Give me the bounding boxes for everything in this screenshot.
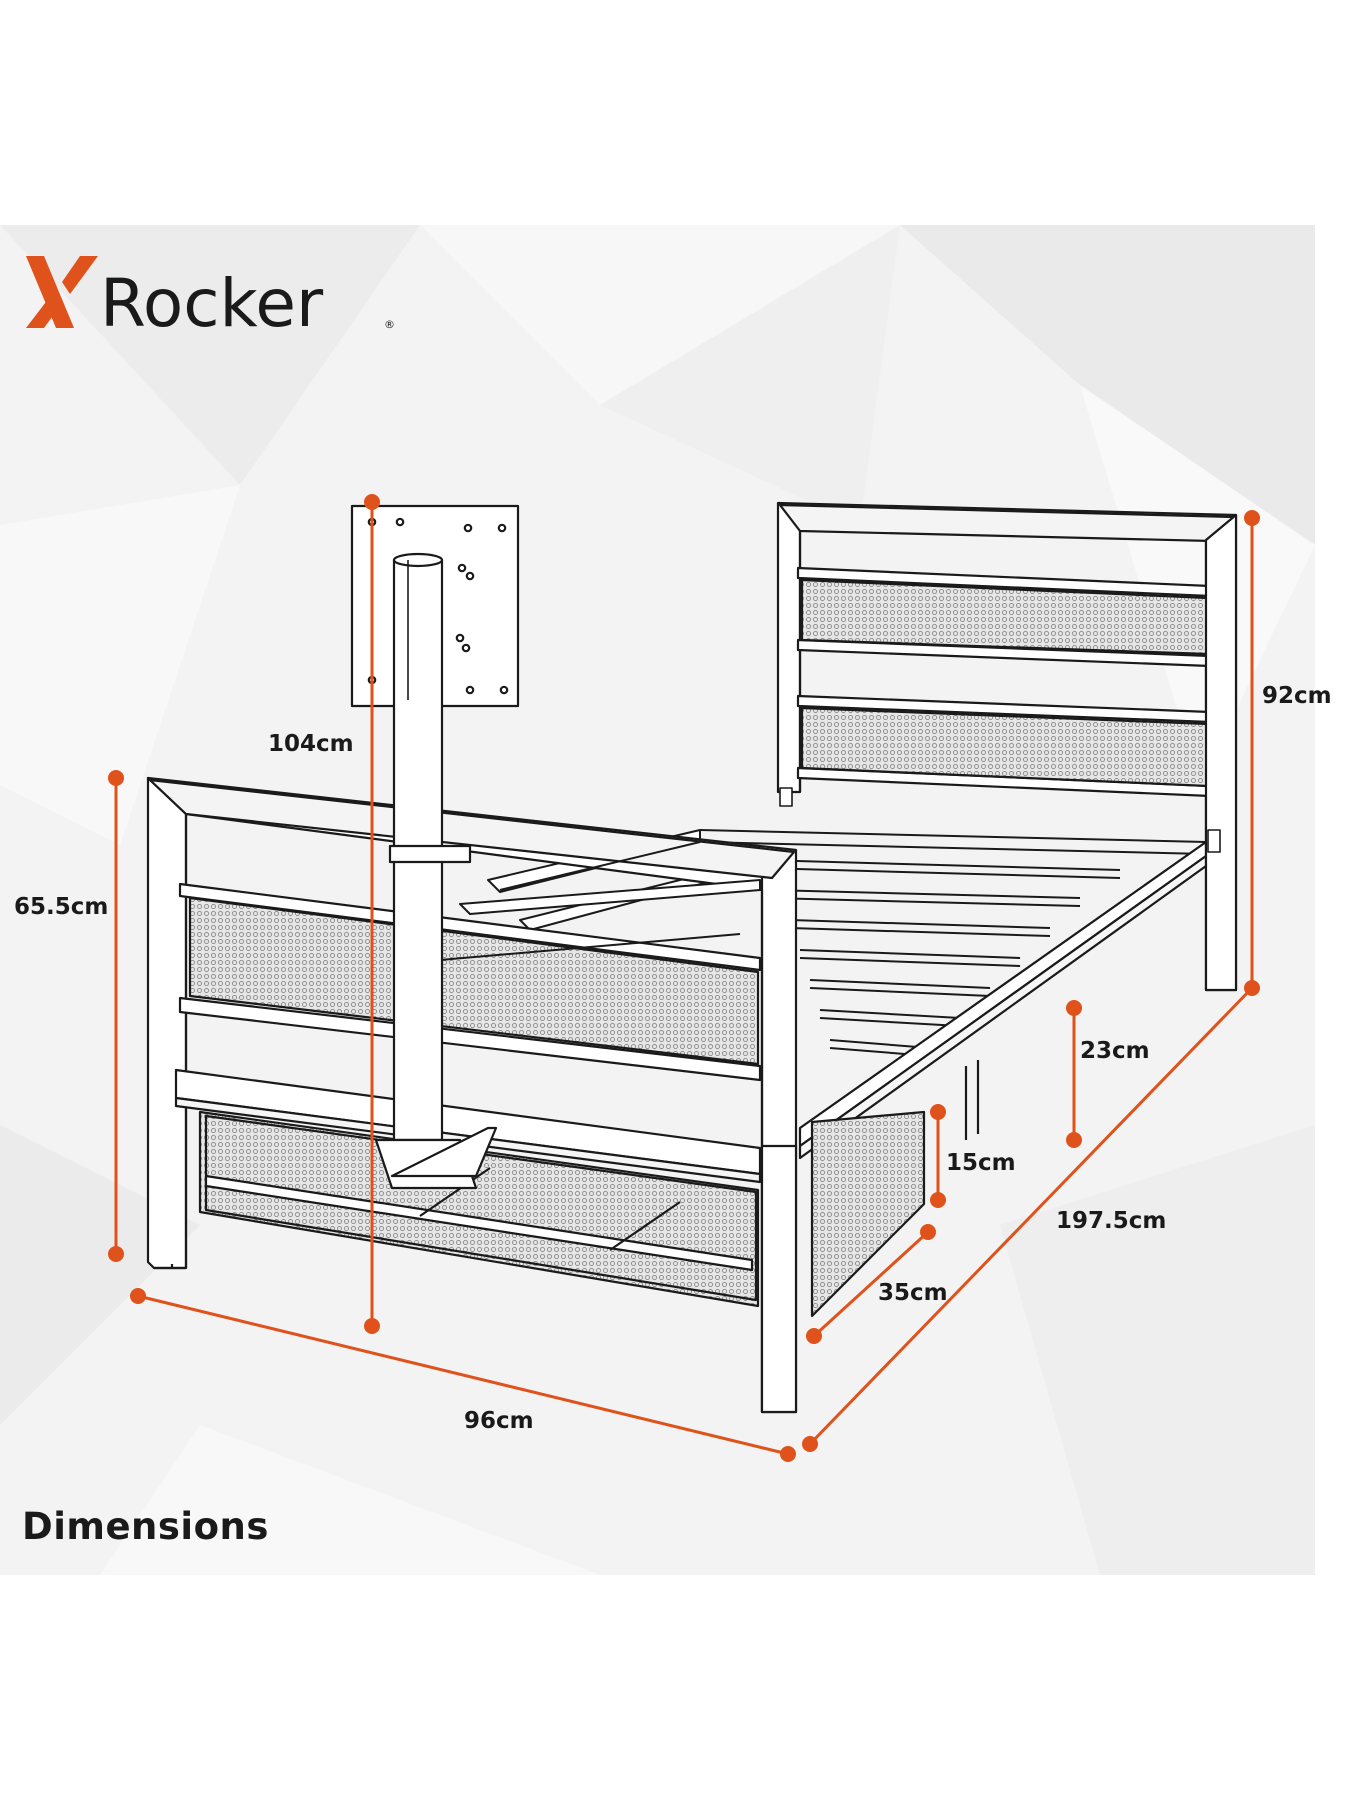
xrocker-logo: Rocker ®: [26, 256, 395, 336]
caption-title: Dimensions: [22, 1505, 269, 1548]
label-tv-height: 104cm: [268, 731, 354, 757]
front-right-leg: [760, 1144, 798, 1414]
measurement-lines: [108, 494, 1260, 1462]
head-right-leg: [1204, 513, 1238, 992]
measure-width: [130, 1288, 796, 1462]
label-footboard-height: 65.5cm: [14, 894, 108, 920]
measure-headboard-height: [1244, 510, 1260, 996]
headboard: [776, 501, 1238, 992]
label-length: 197.5cm: [1056, 1208, 1166, 1234]
brand-name: Rocker: [100, 265, 324, 336]
footboard: [146, 776, 798, 1414]
measure-footboard-height: [108, 770, 124, 1262]
label-leg-clearance: 23cm: [1080, 1038, 1150, 1064]
label-headboard-height: 92cm: [1262, 683, 1332, 709]
tv-mount: [350, 504, 520, 1190]
measure-length: [802, 986, 1254, 1452]
under-bed-drawer: [198, 1110, 926, 1318]
background-panel: [0, 225, 1315, 1575]
faceted-background: [0, 225, 1315, 1575]
measure-drawer-depth: [806, 1224, 936, 1344]
measure-leg-clearance: [1066, 1000, 1082, 1148]
label-drawer-height: 15cm: [946, 1150, 1016, 1176]
registered-mark: ®: [384, 318, 395, 331]
label-drawer-depth: 35cm: [878, 1280, 948, 1306]
slats-visible: [439, 841, 761, 961]
measure-tv-height: [364, 494, 380, 1334]
side-rail: [798, 840, 1208, 1160]
label-width: 96cm: [464, 1408, 534, 1434]
measure-drawer-height: [930, 1104, 946, 1208]
x-mark-icon: [26, 256, 98, 328]
